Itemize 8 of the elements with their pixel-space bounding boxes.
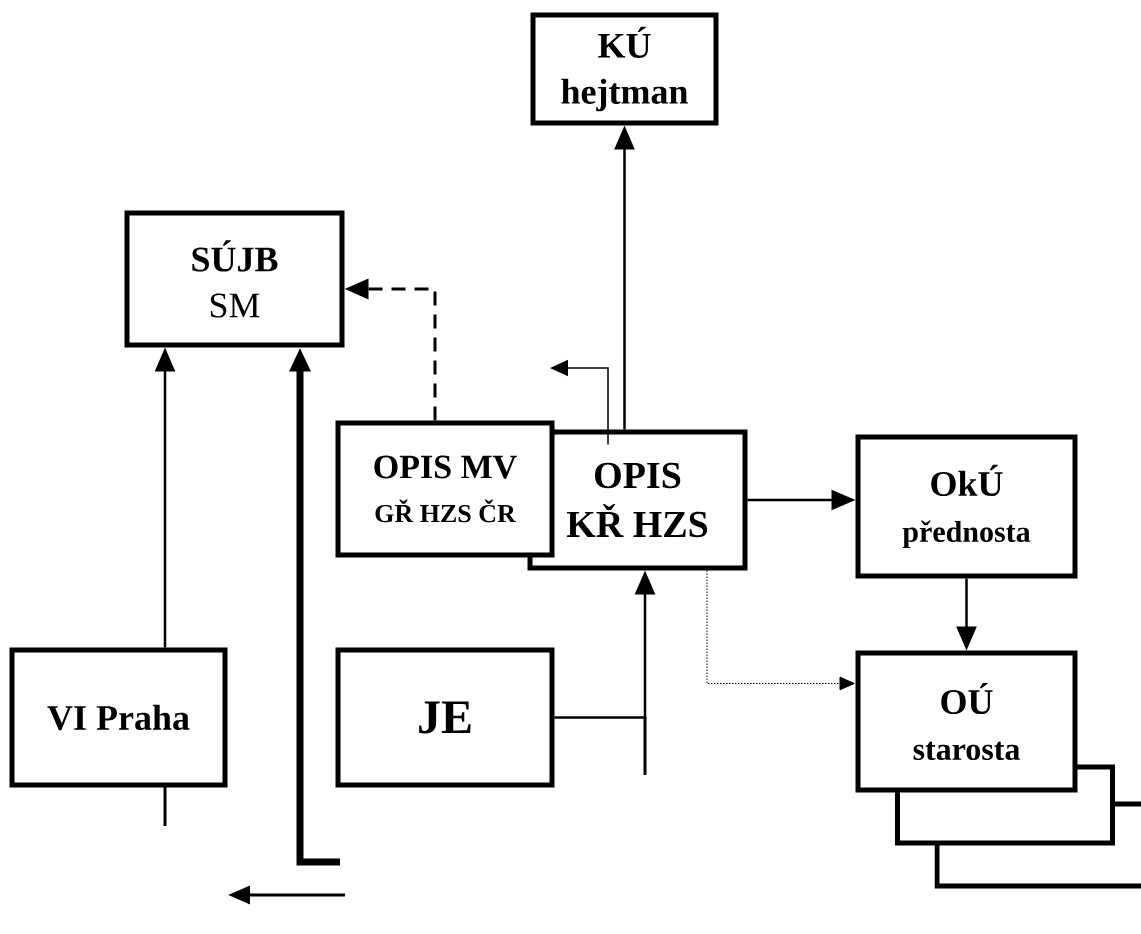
process-box: JE bbox=[335, 647, 555, 788]
process-box: OÚ starosta bbox=[855, 650, 1078, 793]
process-box: OkÚ přednosta bbox=[855, 434, 1078, 579]
process-box: KÚ hejtman bbox=[530, 12, 719, 126]
arrow bbox=[706, 570, 855, 691]
process-box: VI Praha bbox=[9, 647, 228, 788]
process-box: SÚJB SM bbox=[124, 210, 345, 348]
process-box: OPIS MV GŘ HZS ČR bbox=[335, 420, 555, 558]
